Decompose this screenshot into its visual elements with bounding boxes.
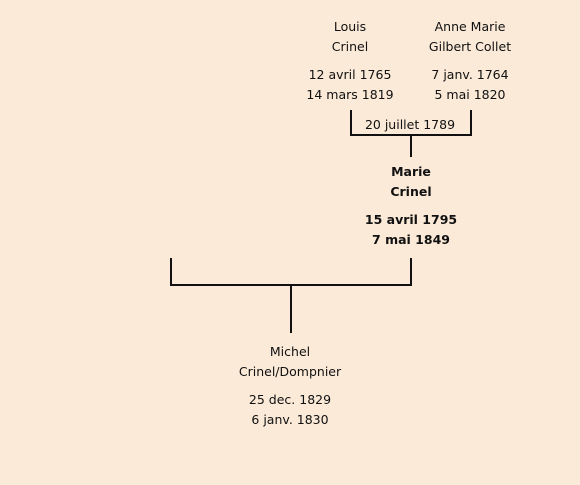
child-first-name: Michel [269,344,311,359]
subject-first-name: Marie [391,164,431,179]
spouse-connector-line [170,258,172,286]
subject-last-name: Crinel [390,184,432,199]
child-death-date: 6 janv. 1830 [251,412,329,427]
child-birth-date: 25 dec. 1829 [248,392,332,407]
person-child[interactable]: Michel Crinel/Dompnier 25 dec. 1829 6 ja… [225,342,355,430]
person-mother[interactable]: Anne Marie Gilbert Collet 7 janv. 1764 5… [405,17,535,105]
marriage-to-child-line [290,286,292,333]
mother-first-name: Anne Marie [434,19,506,34]
mother-death-date: 5 mai 1820 [434,87,506,102]
subject-death-date: 7 mai 1849 [372,232,450,247]
parents-marriage-date: 20 juillet 1789 [364,117,456,132]
mother-connector-line [470,110,472,136]
father-birth-date: 12 avril 1765 [308,67,392,82]
child-last-name: Crinel/Dompnier [238,364,342,379]
subject-connector-line [410,258,412,286]
father-connector-line [350,110,352,136]
parents-marriage-bar [350,134,472,136]
person-subject[interactable]: Marie Crinel 15 avril 1795 7 mai 1849 [346,162,476,250]
parents-to-subject-line [410,136,412,157]
subject-marriage-bar [170,284,412,286]
mother-birth-date: 7 janv. 1764 [431,67,509,82]
father-last-name: Crinel [331,39,369,54]
subject-birth-date: 15 avril 1795 [364,212,458,227]
person-father[interactable]: Louis Crinel 12 avril 1765 14 mars 1819 [285,17,415,105]
father-death-date: 14 mars 1819 [306,87,394,102]
mother-last-name: Gilbert Collet [428,39,512,54]
father-first-name: Louis [333,19,367,34]
